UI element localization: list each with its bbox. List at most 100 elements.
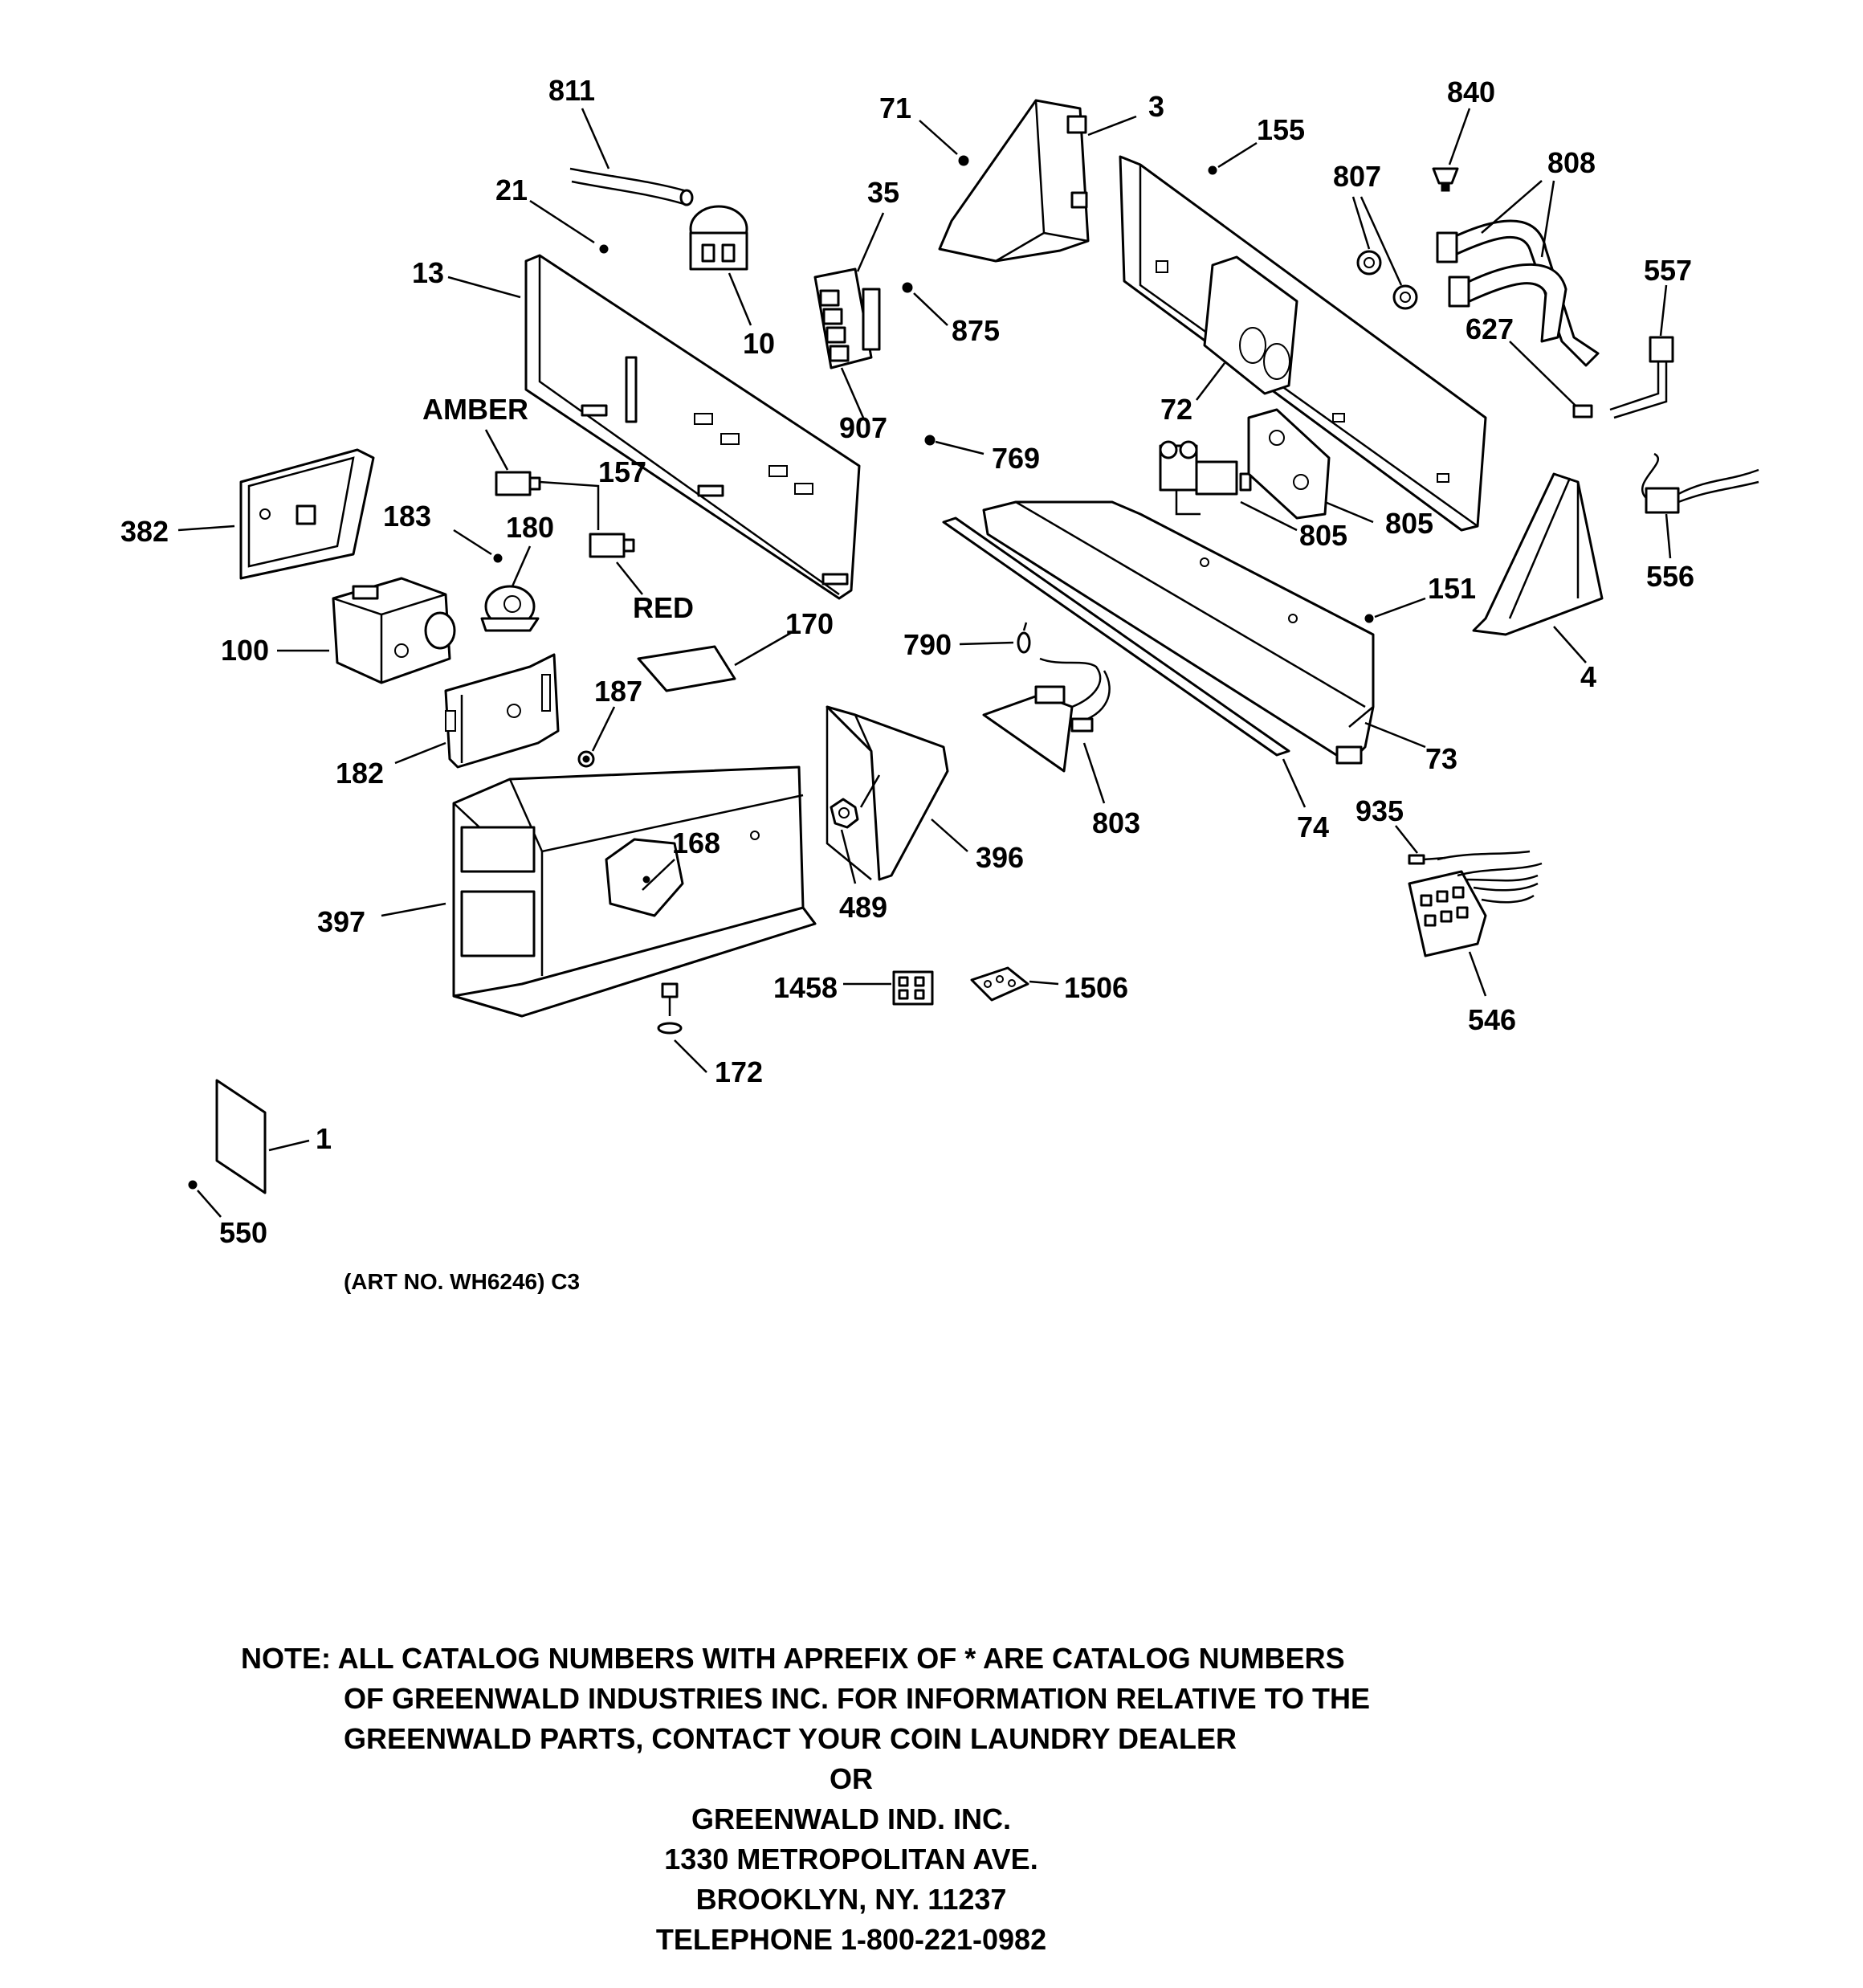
leader-71 [919,120,958,155]
leader-187 [591,706,616,752]
callout-875: 875 [951,314,1001,347]
callout-382: 382 [120,515,169,548]
callout-151: 151 [1427,572,1477,605]
leader-amber [484,429,509,471]
callout-72: 72 [1160,393,1193,426]
callout-183: 183 [382,500,432,533]
leader-155 [1217,141,1258,169]
leader-805a [1240,500,1298,532]
callout-807: 807 [1332,160,1382,193]
part-382-knob-plate [239,448,375,580]
callout-556: 556 [1645,560,1695,593]
leader-170 [734,629,796,667]
callout-808: 808 [1547,146,1596,179]
part-397-housing [452,765,817,1018]
leader-10 [728,272,752,326]
callout-100: 100 [220,634,270,667]
leader-74 [1282,758,1307,808]
leader-1 [268,1139,310,1152]
part-396-shield [826,705,949,881]
leader-790 [959,641,1014,646]
leader-807a [1351,196,1371,250]
part-71-screw [958,155,969,166]
leader-546 [1468,951,1487,997]
callout-amber: AMBER [422,393,528,426]
callout-157: 157 [597,455,647,488]
callout-840: 840 [1446,76,1496,108]
leader-557 [1659,284,1668,337]
part-546-terminal-block [1408,850,1543,957]
callout-21: 21 [495,173,528,206]
leader-151 [1374,597,1426,618]
part-100-timer [332,577,456,684]
leader-73 [1364,721,1426,749]
leader-489b [859,774,881,808]
note-line-4: OR [830,1762,873,1795]
callout-187: 187 [593,675,643,708]
leader-627 [1509,341,1576,406]
leader-840 [1448,108,1471,165]
note-line-8: TELEPHONE 1-800-221-0982 [655,1923,1047,1956]
callout-35: 35 [866,176,900,209]
leader-168 [642,859,675,891]
part-180-holder [480,585,540,632]
leader-550 [197,1190,222,1218]
exploded-parts-diagram [177,99,1759,1218]
callout-935: 935 [1355,794,1404,827]
leader-489a [840,829,857,884]
callout-73: 73 [1425,742,1458,775]
part-151-screw [1364,614,1374,623]
callout-811: 811 [548,74,596,107]
leader-808a [1481,180,1543,234]
part-557-sensor [1609,336,1674,419]
part-74-rail [942,516,1290,757]
part-875-screw [902,282,913,293]
part-803-component [982,657,1111,773]
leader-396 [931,818,968,852]
part-935-wire [1408,854,1446,865]
part-187-nut [577,750,595,768]
part-157-amber-light [495,471,541,496]
note-line-2: OF GREENWALD INDUSTRIES INC. FOR INFORMA… [344,1682,1370,1715]
part-808-hoses [1436,219,1600,367]
part-10-pressure-switch [689,205,748,271]
leader-157 [539,480,600,530]
callout-397: 397 [316,905,366,938]
callout-803: 803 [1091,806,1141,839]
part-550-screw [188,1180,198,1190]
callout-168: 168 [671,827,721,859]
part-627-clip [1572,404,1593,418]
callout-396: 396 [975,841,1025,874]
callout-1: 1 [315,1122,332,1155]
part-13-control-panel [524,254,861,600]
callout-550: 550 [218,1216,268,1249]
part-489-grommet [830,798,859,829]
leader-935 [1395,825,1418,854]
callout-557: 557 [1643,254,1693,287]
leader-811 [581,108,610,169]
leader-397 [381,902,446,917]
leader-382 [177,525,235,532]
callout-180: 180 [505,511,555,544]
leader-3 [1087,115,1137,137]
leader-769 [935,440,984,455]
callout-172: 172 [714,1055,764,1088]
leader-72 [1196,362,1225,401]
part-172-grommet [657,982,683,1035]
leader-556 [1665,513,1672,559]
callout-170: 170 [785,607,834,640]
leader-807b [1360,196,1403,286]
part-72-back-panel [1119,155,1487,532]
part-1-manual-envelope [215,1079,267,1194]
part-807-washers [1356,250,1418,310]
leader-182 [394,741,446,765]
callout-1458: 1458 [773,971,838,1004]
leader-35 [856,212,885,272]
leader-180 [511,545,532,587]
callout-907: 907 [838,411,888,444]
part-805-plate [1247,408,1331,520]
leader-907 [840,367,865,418]
part-811-hose [569,167,694,206]
part-1458-connector [892,970,934,1006]
note-line-5: GREENWALD IND. INC. [691,1802,1011,1835]
